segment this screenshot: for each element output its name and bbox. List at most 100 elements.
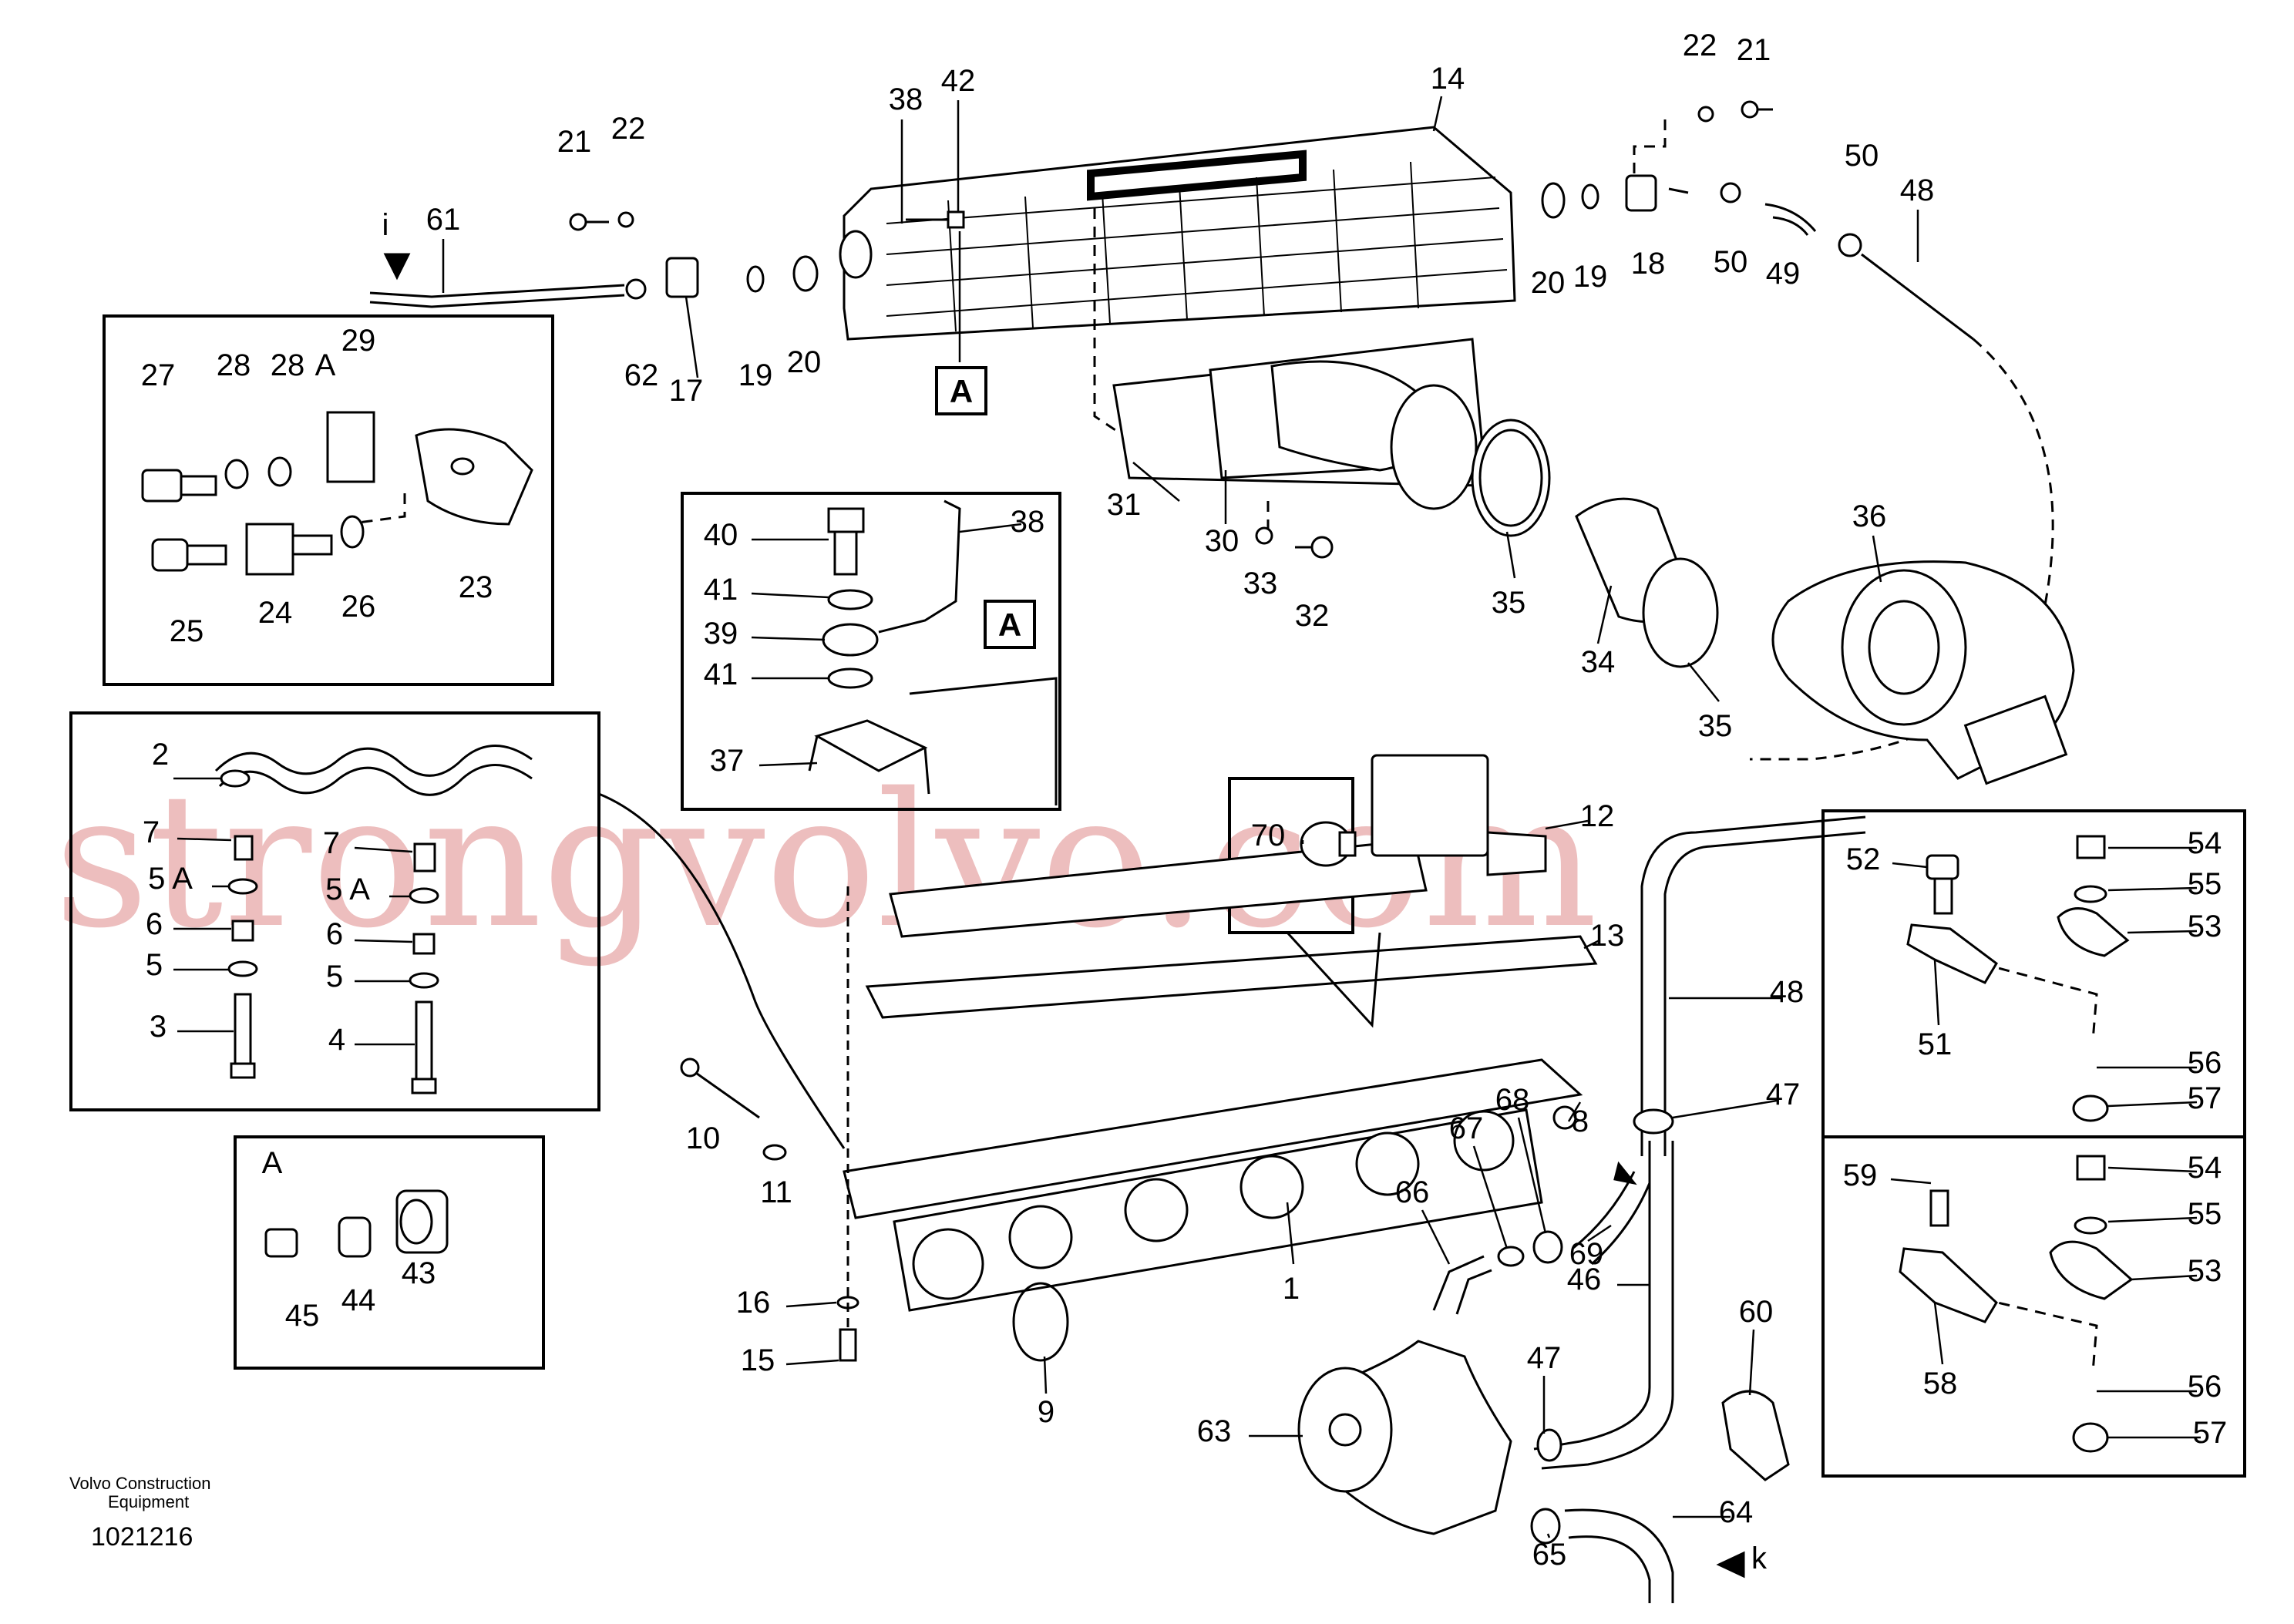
callout-label: 69 [1569,1237,1604,1271]
callout-label: 3 [150,1010,166,1044]
callout-label: 41 [704,657,738,691]
callout-label: 21 [557,125,592,159]
inset-box-clamp-bracket [1821,809,2246,1478]
callout-label: 56 [2188,1370,2222,1404]
callout-label: 17 [669,374,704,408]
detail-tags: AA [935,366,1036,649]
callout-label: 5 [146,948,163,982]
callout-label: 10 [686,1121,721,1155]
callout-label: 6 [146,907,163,941]
callout-label: 19 [1573,260,1608,294]
callout-label: 66 [1395,1175,1430,1209]
callout-label: 12 [1580,799,1615,833]
callout-label: 57 [2193,1416,2228,1450]
callout-label: 55 [2188,1197,2222,1231]
callout-label: 29 [341,324,376,358]
callout-label: 20 [1531,266,1566,300]
callout-label: 16 [736,1286,771,1320]
callout-label: 5 A [325,873,370,906]
callout-label: 28 [217,348,251,382]
turbo-assembly [1471,419,2075,785]
callout-label: 53 [2188,910,2222,943]
callout-label: 43 [402,1256,436,1290]
callout-label: 22 [611,112,646,146]
detail-tag-letter: A [950,373,973,409]
callout-label: 21 [1737,33,1771,67]
callout-label: 57 [2188,1081,2222,1115]
callout-label: 22 [1683,29,1717,62]
plug-70 [1286,821,1381,1028]
callout-label: 70 [1251,819,1286,852]
inset-box-banjo [681,492,1061,811]
callout-label: 41 [704,573,738,607]
callout-label: k [1751,1542,1768,1575]
callout-label: 19 [738,358,773,392]
callout-label: 54 [2188,1151,2222,1185]
water-pump-assembly [1297,815,1866,1603]
callout-label: 33 [1243,567,1278,600]
callout-label: 64 [1719,1495,1754,1529]
intake-manifold [839,126,1516,341]
callout-label: 5 [326,960,343,994]
callout-label: 2 [152,738,169,772]
callout-label: 18 [1631,247,1666,281]
callout-label: 6 [326,917,343,951]
callout-label: 32 [1295,599,1330,633]
callout-label: 58 [1923,1367,1958,1400]
callout-label: 24 [258,596,293,630]
callout-label: 67 [1449,1111,1484,1145]
callout-label: 65 [1532,1538,1567,1572]
inset-detail-a-parts [264,1189,449,1258]
callout-label: 51 [1918,1027,1953,1061]
callout-label: 26 [341,590,376,624]
inset-box-fitting [103,314,554,686]
callout-label: 61 [426,203,461,237]
detail-tag: A [984,600,1036,649]
detail-tag-box [984,600,1036,649]
callout-label: 44 [341,1283,376,1317]
callout-label: 28 [271,348,305,382]
detail-tag-box [935,366,987,415]
callout-label: 1 [1283,1272,1300,1306]
callout-label: 46 [1567,1263,1602,1296]
callout-label: 63 [1197,1414,1232,1448]
callout-label: 48 [1770,975,1805,1009]
callout-label: 25 [170,614,204,648]
callout-label: 15 [741,1343,775,1377]
callout-label: 36 [1852,499,1887,533]
callout-label: 34 [1581,645,1616,679]
callout-label: 27 [141,358,176,392]
callout-label: 42 [941,64,976,98]
callout-label: 40 [704,518,738,552]
callout-label: 7 [143,815,160,849]
callout-label: 54 [2188,826,2222,860]
callout-label: 48 [1900,173,1935,207]
callout-label: 8 [1572,1105,1589,1138]
intake-elbow [1112,338,1485,559]
callout-label: 37 [710,744,745,778]
callout-label: 52 [1846,842,1881,876]
inset-clamp-bracket-parts [1899,835,2134,1453]
leader-lines [173,96,2201,1538]
callout-label: 38 [889,82,923,116]
arrow-i [383,253,411,281]
callout-label: 49 [1766,257,1801,291]
detail-tag-letter: A [998,607,1021,643]
callout-label: 60 [1739,1295,1774,1329]
callout-label: 13 [1590,919,1625,953]
callout-label: 11 [760,1175,792,1209]
callout-label: 31 [1107,488,1142,522]
callout-label: 35 [1492,586,1526,620]
detail-tag: A [935,366,987,415]
callout-label: 7 [323,826,340,860]
callout-label: A [315,348,336,382]
callout-label: A [262,1146,283,1180]
callout-label: 39 [704,617,738,651]
company-line-2: Equipment [108,1492,189,1511]
callout-label: 68 [1495,1083,1530,1117]
callout-label: 56 [2188,1046,2222,1080]
callout-label: 23 [459,570,493,604]
